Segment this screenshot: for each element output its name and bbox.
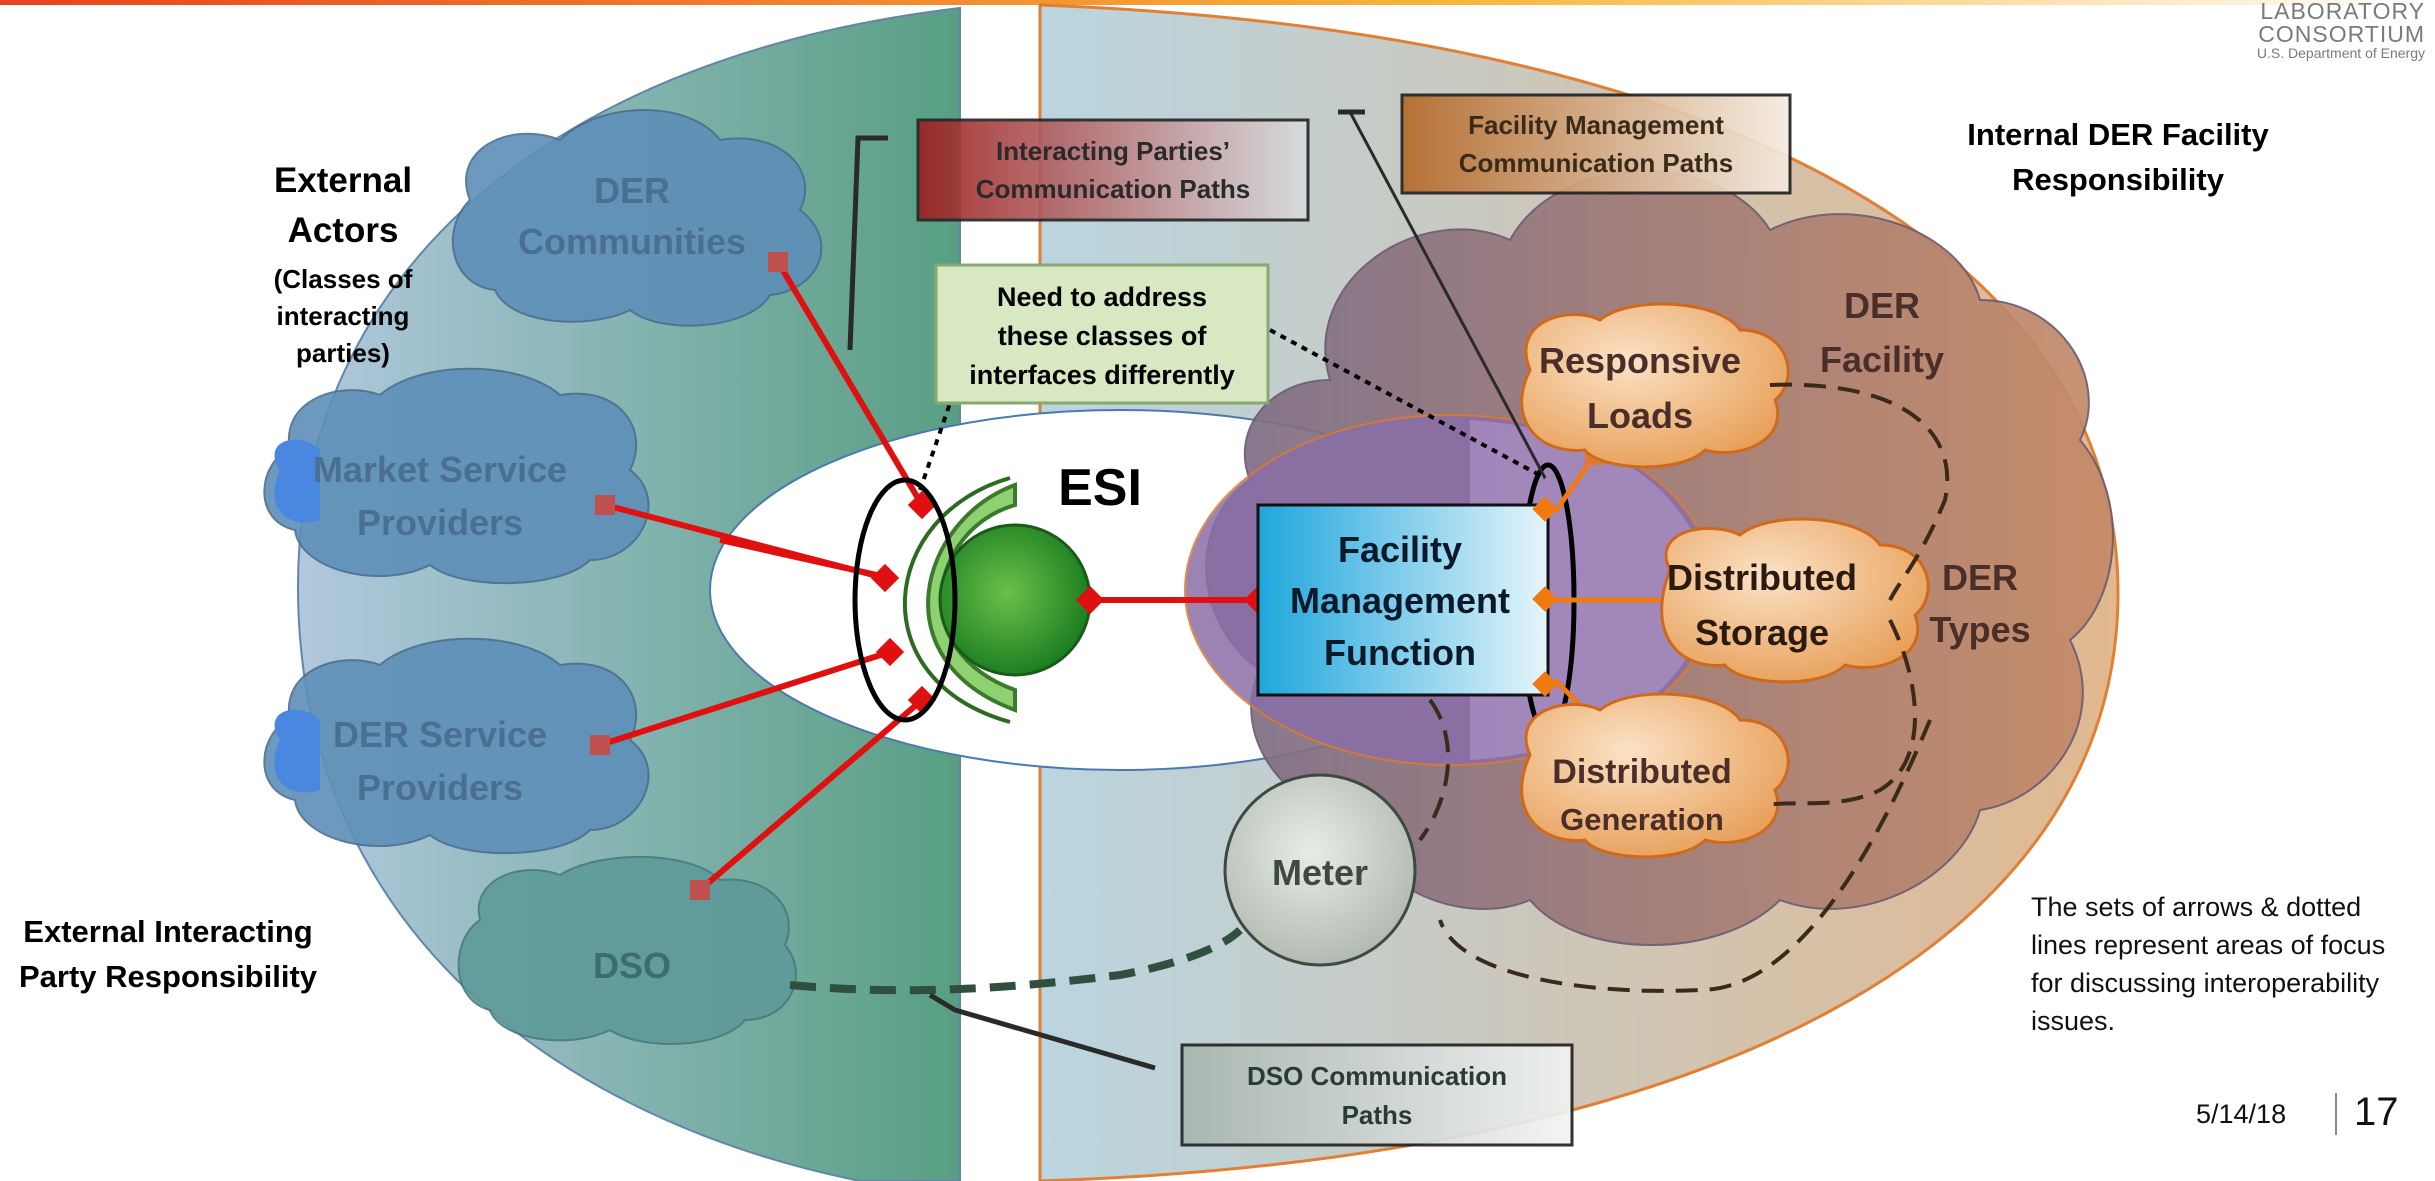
label-market-service-providers-1: Market Service <box>313 449 567 490</box>
label-dso-paths-2: Paths <box>1342 1100 1413 1130</box>
label-responsive-loads-1: Responsive <box>1539 340 1741 381</box>
footer-separator <box>2335 1093 2337 1135</box>
label-der-types-2: Types <box>1929 609 2030 650</box>
callout-need-to-address-box <box>934 263 1270 405</box>
label-der-service-providers-1: DER Service <box>333 714 547 755</box>
label-need-to-address-2: these classes of <box>998 321 1208 351</box>
fmf-box <box>1256 503 1550 697</box>
title-external-actors-1: External <box>274 161 412 200</box>
label-der-communities-1: DER <box>594 170 670 211</box>
dso-meter-dashed-path <box>789 927 1243 995</box>
title-external-actors-sub-1: (Classes of <box>274 264 413 294</box>
logo-line-2: CONSORTIUM <box>2258 21 2425 47</box>
callout-connectors <box>847 109 1547 1071</box>
callout-interacting-parties-box <box>916 118 1310 222</box>
footer-date: 5/14/18 <box>2196 1099 2287 1129</box>
title-external-actors-sub-2: interacting <box>277 301 410 331</box>
external-link-anchors <box>590 252 788 900</box>
node-distributed-storage <box>1660 517 1930 684</box>
label-responsive-loads-2: Loads <box>1587 395 1693 436</box>
label-esi: ESI <box>1058 459 1142 517</box>
external-links <box>599 260 925 893</box>
label-der-communities-2: Communities <box>518 221 746 262</box>
label-interacting-parties-2: Communication Paths <box>976 174 1250 204</box>
logo-line-1: LABORATORY <box>2260 0 2425 24</box>
title-external-interacting-2: Party Responsibility <box>19 959 318 994</box>
label-der-facility-1: DER <box>1844 285 1920 326</box>
label-distributed-storage-1: Distributed <box>1667 557 1857 598</box>
callout-dso-paths-box <box>1180 1043 1574 1147</box>
esi-fmf-diamond-left <box>1075 585 1105 615</box>
cloud-der-communities <box>451 109 823 327</box>
label-need-to-address-1: Need to address <box>997 282 1207 312</box>
label-distributed-generation-1: Distributed <box>1552 753 1731 791</box>
title-internal-der-2: Responsibility <box>2012 162 2225 197</box>
external-region <box>296 6 961 1181</box>
label-der-facility-2: Facility <box>1820 339 1944 380</box>
title-external-interacting-1: External Interacting <box>23 914 312 949</box>
cloud-market-service-providers <box>263 367 650 585</box>
interoperability-note: The sets of arrows & dotted lines repres… <box>2031 892 2386 1036</box>
label-fmf-2: Management <box>1290 580 1510 621</box>
label-distributed-generation-2: Generation <box>1560 802 1724 837</box>
callout-facility-mgmt-paths-box <box>1400 93 1792 195</box>
label-facility-mgmt-paths-2: Communication Paths <box>1459 148 1733 178</box>
label-der-types-1: DER <box>1942 557 2018 598</box>
footer-page-number: 17 <box>2354 1090 2399 1134</box>
label-interacting-parties-1: Interacting Parties’ <box>996 136 1230 166</box>
esi-ball <box>938 523 1092 677</box>
label-fmf-3: Function <box>1324 632 1476 673</box>
meter-node <box>1223 773 1417 967</box>
cloud-der-service-providers <box>263 637 650 855</box>
label-meter: Meter <box>1272 852 1368 893</box>
node-responsive-loads <box>1520 302 1790 469</box>
der-type-dashed-lines <box>1418 382 1950 993</box>
title-external-actors-2: Actors <box>288 211 399 250</box>
logo: LABORATORY CONSORTIUM U.S. Department of… <box>2257 0 2425 60</box>
label-market-service-providers-2: Providers <box>357 502 523 543</box>
node-distributed-generation <box>1520 692 1790 859</box>
esi-arc-outer <box>903 476 1011 724</box>
cloud-dso <box>457 855 797 1045</box>
logo-line-3: U.S. Department of Energy <box>2256 45 2425 61</box>
label-dso: DSO <box>593 945 671 986</box>
external-interface-ring <box>852 477 958 723</box>
label-distributed-storage-2: Storage <box>1695 612 1829 653</box>
label-dso-paths-1: DSO Communication <box>1247 1061 1507 1091</box>
need-to-address-pointers <box>918 328 1546 491</box>
top-accent-bar <box>0 0 2435 5</box>
label-facility-mgmt-paths-1: Facility Management <box>1468 110 1724 140</box>
title-internal-der-1: Internal DER Facility <box>1967 117 2269 152</box>
title-external-actors-sub-3: parties) <box>296 338 390 368</box>
label-fmf-1: Facility <box>1338 529 1462 570</box>
label-need-to-address-3: interfaces differently <box>969 360 1235 390</box>
label-der-service-providers-2: Providers <box>357 767 523 808</box>
